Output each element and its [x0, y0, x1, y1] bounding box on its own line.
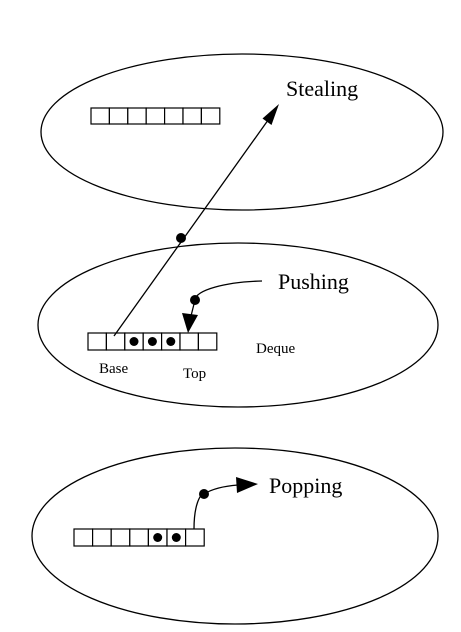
stealing-deque-cell	[127, 107, 147, 125]
popping-arrow-dot	[199, 489, 209, 499]
pushing-deque-cell	[105, 332, 126, 351]
stealing-label: Stealing	[286, 76, 358, 101]
pushing-arrowhead	[182, 313, 198, 333]
popping-deque-item	[171, 533, 181, 542]
pushing-deque-item	[147, 337, 157, 346]
stealing-deque	[90, 107, 221, 125]
popping-arrowhead	[236, 477, 258, 493]
popping-deque-cell	[129, 528, 150, 547]
stealing-deque-cell	[108, 107, 129, 125]
popping-label: Popping	[269, 473, 342, 498]
stealing-deque-cell	[182, 107, 202, 125]
pushing-deque-cell	[197, 332, 218, 351]
top-label: Top	[183, 366, 206, 382]
stealing-ellipse	[40, 53, 444, 211]
pushing-arrow-curve	[194, 280, 263, 301]
stealing-deque-cell	[200, 107, 221, 125]
base-label: Base	[99, 361, 129, 377]
popping-deque-cell	[91, 528, 112, 547]
popping-deque-cell	[185, 528, 205, 547]
pushing-deque-item	[166, 337, 176, 346]
popping-deque-cell	[110, 528, 131, 547]
pushing-deque-item	[129, 337, 139, 346]
stealing-deque-cell	[164, 107, 184, 125]
popping-deque-item	[153, 533, 163, 542]
pushing-arrow-stem	[190, 299, 196, 317]
popping-deque-cell	[73, 528, 94, 547]
deque-label: Deque	[256, 341, 295, 357]
stealing-arrow-dot	[176, 233, 186, 243]
stealing-arrow-line	[113, 115, 272, 337]
pushing-deque	[87, 332, 218, 351]
pushing-deque-cell	[179, 332, 199, 351]
pushing-label: Pushing	[278, 269, 349, 294]
popping-deque	[73, 528, 205, 547]
pushing-ellipse	[37, 242, 439, 408]
stealing-deque-cell	[90, 107, 110, 125]
popping-ellipse	[31, 447, 439, 625]
stealing-arrowhead	[262, 104, 279, 125]
pushing-deque-cell	[87, 332, 107, 351]
stealing-deque-cell	[145, 107, 166, 125]
